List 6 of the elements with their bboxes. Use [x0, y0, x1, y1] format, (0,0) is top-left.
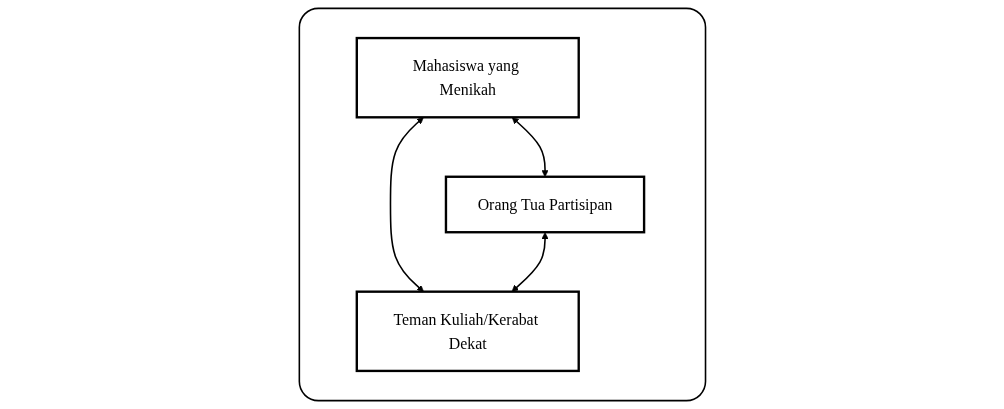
cluster: [298, 7, 706, 402]
arrow: [389, 117, 424, 292]
node-box: Teman Kuliah/Kerabat Dekat: [355, 290, 580, 373]
node-box: Mahasiswa yang Menikah: [355, 36, 580, 119]
arrow: [511, 232, 549, 292]
node-box: Orang Tua Partisipan: [444, 175, 645, 234]
